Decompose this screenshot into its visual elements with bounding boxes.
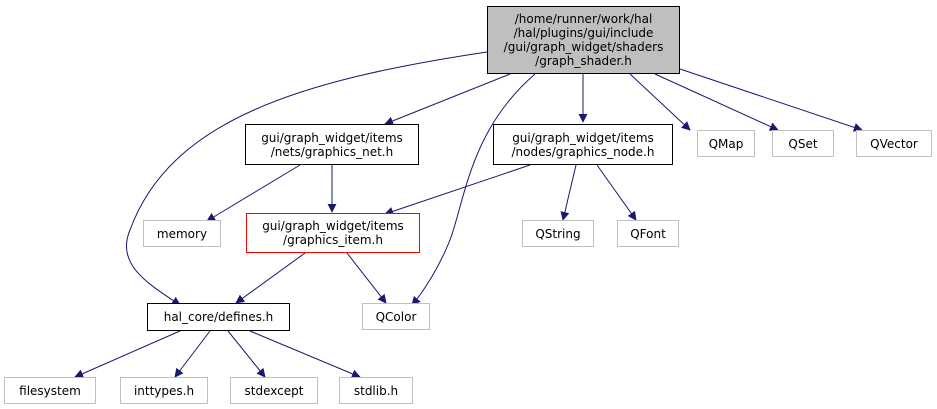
- node-graph-shader-h[interactable]: /home/runner/work/hal /hal/plugins/gui/i…: [487, 6, 680, 74]
- root-line-3: /gui/graph_widget/shaders: [503, 40, 664, 54]
- inttypes-label: inttypes.h: [133, 383, 195, 398]
- stdlib-label: stdlib.h: [353, 383, 399, 398]
- memory-label: memory: [156, 226, 208, 241]
- node-qvector[interactable]: QVector: [856, 130, 932, 157]
- edge-root-qvector: [679, 68, 863, 132]
- graphics-item-line-2: /graphics_item.h: [283, 233, 383, 247]
- graphics-node-line-2: /nodes/graphics_node.h: [511, 144, 655, 159]
- edge-root-defines: [125, 51, 488, 306]
- node-qstring[interactable]: QString: [522, 220, 594, 247]
- edge-root-qset: [654, 73, 779, 131]
- qvector-label: QVector: [870, 136, 918, 151]
- graphics-node-line-1: gui/graph_widget/items: [512, 130, 654, 145]
- edge-node-qstring: [560, 164, 577, 221]
- edge-item-defines: [235, 252, 306, 304]
- node-graphics-node-h[interactable]: gui/graph_widget/items /nodes/graphics_n…: [493, 124, 673, 165]
- node-qfont[interactable]: QFont: [617, 220, 679, 247]
- node-qcolor[interactable]: QColor: [362, 303, 430, 330]
- qcolor-label: QColor: [375, 309, 417, 324]
- node-graphics-net-h[interactable]: gui/graph_widget/items /nets/graphics_ne…: [245, 124, 419, 165]
- edge-root-qmap: [629, 73, 691, 131]
- node-filesystem[interactable]: filesystem: [4, 377, 96, 404]
- edge-node-qfont: [596, 164, 637, 221]
- edge-net-memory: [206, 164, 301, 222]
- edge-item-qcolor: [346, 252, 387, 304]
- edge-defines-filesystem: [74, 330, 181, 378]
- node-qmap[interactable]: QMap: [697, 130, 755, 157]
- graphics-net-line-1: gui/graph_widget/items: [261, 130, 403, 145]
- edge-node-item: [384, 164, 531, 216]
- node-memory[interactable]: memory: [143, 220, 221, 247]
- edge-defines-inttypes: [174, 330, 211, 378]
- qfont-label: QFont: [630, 226, 666, 241]
- root-line-2: /hal/plugins/gui/include: [513, 26, 654, 40]
- qset-label: QSet: [788, 136, 818, 151]
- qstring-label: QString: [535, 226, 581, 241]
- node-qset[interactable]: QSet: [772, 130, 834, 157]
- defines-label: hal_core/defines.h: [163, 310, 274, 324]
- graphics-net-line-2: /nets/graphics_net.h: [270, 144, 394, 159]
- node-hal-core-defines-h[interactable]: hal_core/defines.h: [147, 303, 290, 331]
- edge-defines-stdlib: [249, 330, 361, 379]
- node-stdlib-h[interactable]: stdlib.h: [339, 377, 413, 404]
- node-stdexcept[interactable]: stdexcept: [230, 377, 318, 404]
- edge-defines-stdexcept: [227, 330, 266, 378]
- edge-root-qcolor: [411, 73, 536, 306]
- root-line-1: /home/runner/work/hal: [514, 12, 653, 26]
- graphics-item-line-1: gui/graph_widget/items: [262, 219, 404, 233]
- node-graphics-item-h[interactable]: gui/graph_widget/items /graphics_item.h: [246, 213, 420, 253]
- filesystem-label: filesystem: [19, 383, 81, 398]
- root-line-4: /graph_shader.h: [535, 54, 632, 68]
- stdexcept-label: stdexcept: [244, 383, 304, 398]
- edge-root-graphics-net: [384, 73, 511, 126]
- node-inttypes-h[interactable]: inttypes.h: [120, 377, 208, 404]
- qmap-label: QMap: [708, 136, 744, 151]
